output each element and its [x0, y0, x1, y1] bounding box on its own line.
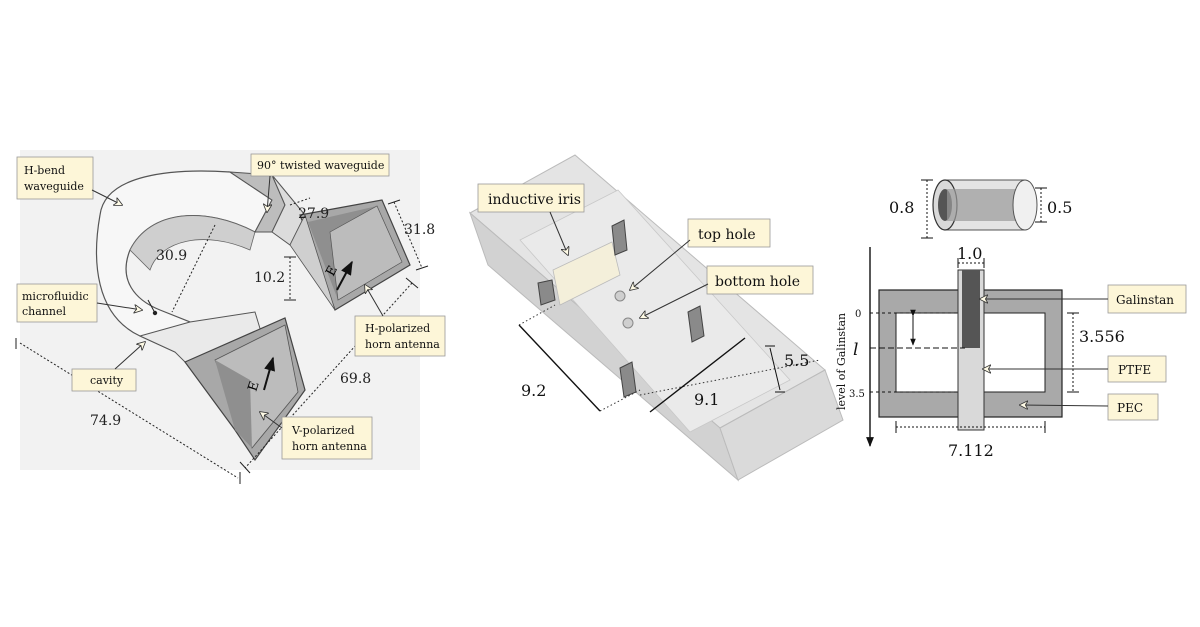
axis-tick-0: 0 [855, 309, 861, 320]
callout-galinstan-text: Galinstan [1116, 293, 1174, 307]
panel-c-cross-section: 0.8 0.5 1.0 3.556 7.112 level of [835, 179, 1187, 460]
callout-twisted-text: 90° twisted waveguide [257, 159, 384, 172]
callout-pec: PEC [1020, 393, 1159, 421]
ptfe-tube [932, 179, 1038, 231]
panel-a-waveguide-model: E E 27.9 31.8 30.9 10.2 69.8 74.9 [15, 150, 446, 484]
callout-microfluidic-text: microfluidic [22, 290, 89, 303]
dim-10-2: 10.2 [254, 270, 285, 286]
callout-microfluidic-text-2: channel [22, 305, 66, 318]
callout-cavity: cavity [71, 342, 145, 392]
callout-twisted-waveguide: 90° twisted waveguide [250, 153, 390, 212]
callout-h-bend: H-bend waveguide [16, 156, 122, 205]
dim-9-2: 9.2 [521, 381, 546, 400]
panel-b-iris-block: 9.2 9.1 5.5 inductive iris top hole bott… [468, 154, 844, 482]
e-field-label: E [246, 380, 263, 394]
tube-inner-dim: 0.5 [1047, 198, 1072, 217]
dim-1-0: 1.0 [957, 244, 982, 263]
callout-bottom-hole-text: bottom hole [715, 274, 800, 290]
callout-v-polarized-horn: V-polarized horn antenna [260, 412, 373, 460]
axis-tick-3-5: 3.5 [849, 389, 865, 400]
callout-v-polarized-text-2: horn antenna [292, 440, 367, 453]
callout-h-bend-text-2: waveguide [24, 180, 84, 193]
callout-ptfe: PTFE [983, 355, 1167, 383]
dimension-lines [518, 324, 785, 413]
dim-3-556: 3.556 [1079, 327, 1125, 346]
callout-h-bend-text: H-bend [24, 164, 65, 177]
callout-microfluidic-channel: microfluidic channel [16, 283, 142, 323]
dim-30-9: 30.9 [156, 248, 187, 264]
callout-ptfe-text: PTFE [1118, 363, 1151, 377]
callout-h-polarized-text: H-polarized [365, 322, 430, 335]
callout-inductive-iris-text: inductive iris [488, 192, 581, 208]
axis-tick-l: l [853, 340, 858, 360]
callout-pec-text: PEC [1117, 401, 1143, 415]
axis-label: level of Galinstan [835, 313, 848, 410]
dim-31-8: 31.8 [404, 222, 435, 238]
dimension-lines [15, 197, 429, 484]
dim-5-5: 5.5 [784, 351, 809, 370]
dim-7-112: 7.112 [948, 441, 994, 460]
dim-27-9: 27.9 [298, 206, 329, 222]
callout-galinstan: Galinstan [980, 284, 1187, 314]
callout-bottom-hole: bottom hole [640, 265, 814, 318]
callout-cavity-text: cavity [90, 374, 124, 387]
callout-h-polarized-horn: H-polarized horn antenna [354, 285, 446, 357]
callout-inductive-iris: inductive iris [477, 183, 585, 255]
callout-v-polarized-text: V-polarized [291, 424, 355, 437]
dim-74-9: 74.9 [90, 413, 121, 429]
callout-top-hole: top hole [630, 218, 771, 290]
dim-69-8: 69.8 [340, 371, 371, 387]
callout-h-polarized-text-2: horn antenna [365, 338, 440, 351]
callout-top-hole-text: top hole [698, 227, 756, 243]
tube-outer-dim: 0.8 [889, 198, 914, 217]
dim-9-1: 9.1 [694, 390, 719, 409]
